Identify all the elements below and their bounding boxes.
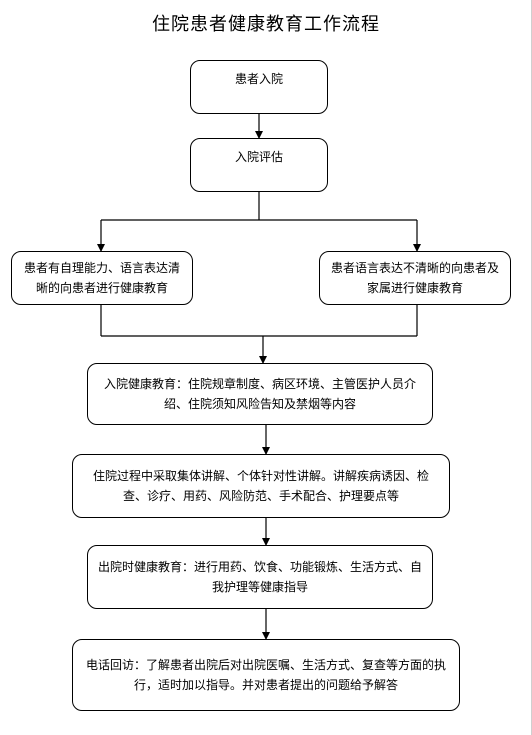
assessment-label: 入院评估 [234, 150, 283, 164]
phone-followup-box: 电话回访：了解患者出院后对出院医嘱、生活方式、复查等方面的执行，适时加以指导。并… [72, 639, 460, 711]
self-care-education-box: 患者有自理能力、语言表达清晰的向患者进行健康教育 [11, 251, 193, 305]
family-education-box: 患者语言表达不清晰的向患者及家属进行健康教育 [319, 251, 511, 305]
discharge-education-box: 出院时健康教育：进行用药、饮食、功能锻炼、生活方式、自我护理等健康指导 [87, 545, 433, 609]
hospitalization-process-box: 住院过程中采取集体讲解、个体针对性讲解。讲解疾病诱因、检查、诊疗、用药、风险防范… [72, 454, 450, 518]
admission-education-label: 入院健康教育：住院规章制度、病区环境、主管医护人员介绍、住院须知风险告知及禁烟等… [103, 377, 416, 411]
page-title: 住院患者健康教育工作流程 [152, 14, 380, 35]
admission-label: 患者入院 [234, 72, 283, 86]
phone-followup-label: 电话回访：了解患者出院后对出院医嘱、生活方式、复查等方面的执行，适时加以指导。并… [85, 658, 446, 692]
assessment-box: 入院评估 [190, 138, 328, 192]
hospitalization-process-label: 住院过程中采取集体讲解、个体针对性讲解。讲解疾病诱因、检查、诊疗、用药、风险防范… [92, 469, 429, 503]
admission-education-box: 入院健康教育：住院规章制度、病区环境、主管医护人员介绍、住院须知风险告知及禁烟等… [87, 363, 433, 425]
self-care-education-label: 患者有自理能力、语言表达清晰的向患者进行健康教育 [23, 261, 180, 295]
discharge-education-label: 出院时健康教育：进行用药、饮食、功能锻炼、生活方式、自我护理等健康指导 [98, 560, 423, 594]
family-education-label: 患者语言表达不清晰的向患者及家属进行健康教育 [330, 261, 499, 295]
admission-box: 患者入院 [190, 60, 328, 114]
